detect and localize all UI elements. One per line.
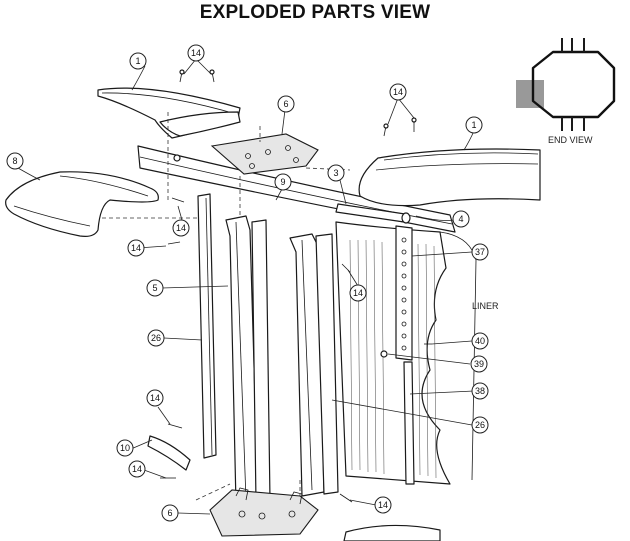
page-title: EXPLODED PARTS VIEW <box>199 2 431 23</box>
callout-number: 1 <box>471 120 476 130</box>
callout-number: 14 <box>131 243 141 253</box>
callout-14-left-upper: 14 <box>127 239 145 257</box>
callout-number: 26 <box>475 420 485 430</box>
callout-26-right: 26 <box>471 416 489 434</box>
end-view-shaded-square <box>516 80 544 108</box>
callout-37: 37 <box>471 243 489 261</box>
top-rail-right <box>358 148 541 207</box>
callout-number: 40 <box>475 336 485 346</box>
callout-38: 38 <box>471 382 489 400</box>
callout-number: 1 <box>135 56 140 66</box>
callout-number: 37 <box>475 247 485 257</box>
callout-number: 8 <box>12 156 17 166</box>
end-view-inset: END VIEW <box>516 38 616 145</box>
callout-9: 9 <box>274 173 292 191</box>
callout-14-left-lower: 14 <box>146 389 164 407</box>
upright-left <box>197 193 217 459</box>
callout-number: 9 <box>280 177 285 187</box>
end-view-octagon-outline <box>531 50 616 119</box>
callout-39: 39 <box>470 355 488 373</box>
callout-5: 5 <box>146 279 164 297</box>
callout-number: 14 <box>393 87 403 97</box>
bottom-plate <box>209 487 319 537</box>
end-view-posts <box>561 38 585 131</box>
callout-number: 10 <box>120 443 130 453</box>
callout-number: 14 <box>150 393 160 403</box>
callout-6-top: 6 <box>277 95 295 113</box>
callout-number: 6 <box>167 508 172 518</box>
callout-number: 38 <box>475 386 485 396</box>
end-view-label: END VIEW <box>548 135 593 145</box>
top-rail-left <box>97 87 241 139</box>
callout-8: 8 <box>6 152 24 170</box>
bottom-rail-left <box>147 435 191 471</box>
upright-right <box>289 233 339 497</box>
liner-label: LINER <box>472 301 499 311</box>
top-plate <box>210 133 319 175</box>
upright-middle <box>225 215 271 505</box>
callout-1-top-left: 1 <box>129 52 147 70</box>
callout-number: 5 <box>152 283 157 293</box>
callout-number: 39 <box>474 359 484 369</box>
callout-4: 4 <box>452 210 470 228</box>
callout-26-left: 26 <box>147 329 165 347</box>
callout-number: 3 <box>333 168 338 178</box>
bottom-rail-right <box>343 524 441 541</box>
callout-3: 3 <box>327 164 345 182</box>
callout-1-right: 1 <box>465 116 483 134</box>
tube <box>335 203 411 224</box>
callout-number: 4 <box>458 214 463 224</box>
callout-number: 14 <box>176 223 186 233</box>
callout-number: 14 <box>132 464 142 474</box>
callout-10: 10 <box>116 439 134 457</box>
leader-lines <box>17 58 475 515</box>
callout-number: 14 <box>191 48 201 58</box>
callout-6-bottom: 6 <box>161 504 179 522</box>
callout-14-top-left: 14 <box>187 44 205 62</box>
callout-number: 14 <box>353 288 363 298</box>
post-cap <box>5 171 159 237</box>
callout-14-top-right: 14 <box>389 83 407 101</box>
callout-14-bottom-right: 14 <box>374 496 392 514</box>
callout-40: 40 <box>471 332 489 350</box>
callout-14-cap: 14 <box>172 219 190 237</box>
callout-number: 6 <box>283 99 288 109</box>
callout-number: 26 <box>151 333 161 343</box>
callout-number: 14 <box>378 500 388 510</box>
liner-panel: LINER <box>335 221 499 485</box>
callout-14-bottom-left: 14 <box>128 460 146 478</box>
callout-14-center: 14 <box>349 284 367 302</box>
